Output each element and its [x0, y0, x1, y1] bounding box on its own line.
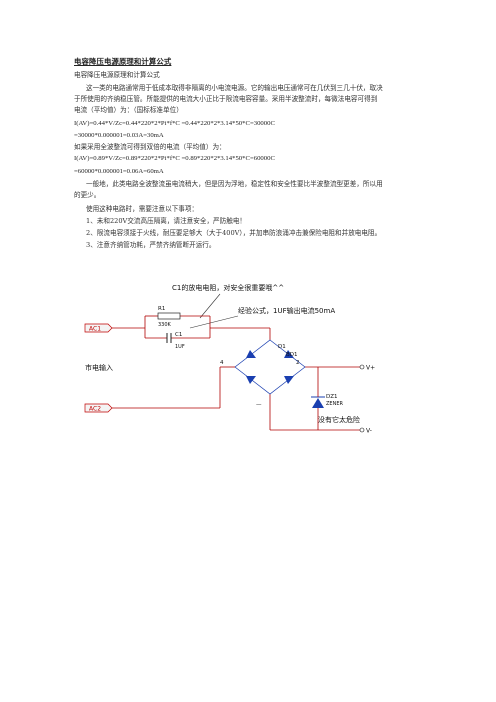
- annotation-pointer-formula: [189, 315, 239, 329]
- note-line-1: 一般地，此类电路全波整流虽电流稍大，但是因为浮地，稳定性和安全性要比半波整流型更…: [86, 180, 383, 188]
- ac1-terminal: [84, 323, 113, 333]
- r1-resistor: [157, 312, 181, 320]
- paragraph-line-2: 于所使用的齐纳稳压管。所能提供的电流大小正比于限流电容容量。采用半波整流时，每微…: [74, 95, 378, 103]
- doc-subtitle: 电容降压电源原理和计算公式: [74, 71, 160, 79]
- vplus-terminal: [359, 364, 365, 370]
- annotation-discharge-resistor: C1的放电电阻，对安全很重要哦^^: [172, 283, 284, 292]
- vminus-label: V-: [366, 428, 372, 435]
- mains-input-label: 市电输入: [85, 363, 113, 372]
- paragraph-line-1: 这一类的电路通常用于低成本取得非隔离的小电流电源。它的输出电压通常可在几伏到三几…: [86, 84, 383, 92]
- c1-label: C1: [175, 332, 182, 338]
- node-neg-label: —: [256, 402, 262, 408]
- dz1-label: DZ1: [326, 394, 338, 400]
- circuit-schematic: C1的放电电阻，对安全很重要哦^^ 经验公式，1UF输出电流50mA AC1 A…: [84, 283, 375, 435]
- r1-value: 330K: [158, 322, 172, 328]
- formula-half-wave-1: I(AV)=0.44*V/Zc=0.44*220*2*Pi*f*C =0.44*…: [74, 120, 275, 127]
- doc-title: 电容降压电源原理和计算公式: [74, 57, 172, 66]
- formula-full-wave-1: I(AV)=0.89*V/Zc=0.89*220*2*Pi*f*C =0.89*…: [74, 155, 275, 162]
- r1-label: R1: [158, 306, 165, 312]
- note-line-2: 的更少。: [74, 191, 101, 199]
- ac1-label: AC1: [89, 326, 101, 333]
- ac2-label: AC2: [89, 406, 101, 413]
- annotation-empirical-formula: 经验公式，1UF输出电流50mA: [238, 306, 335, 315]
- node-4-label: 4: [220, 360, 224, 366]
- vplus-label: V+: [366, 365, 375, 372]
- notes-intro: 使用这种电路时，需要注意以下事项：: [86, 205, 199, 213]
- full-wave-intro: 如果采用全波整流可得到双倍的电流（平均值）为：: [74, 143, 226, 151]
- bd1-label: BD1: [286, 352, 298, 358]
- formula-half-wave-2: =30000*0.000001=0.03A=30mA: [74, 132, 164, 139]
- zener-label: ZENER: [326, 401, 343, 407]
- diode-d1-icon: [246, 350, 256, 358]
- notes-item-2: 2、限流电容须接于火线，耐压要足够大（大于400V），并加串防浪涌冲击兼保险电阻…: [86, 229, 382, 237]
- diode-d3-icon: [246, 376, 256, 384]
- circuit-wires: [112, 315, 360, 431]
- annotation-pointer-discharge: [199, 293, 221, 319]
- paragraph-line-3: 电流（平均值）为：（国标标准单位）: [74, 106, 183, 114]
- zener-diode: [311, 392, 325, 410]
- node-2-label: 2: [296, 360, 300, 366]
- formula-full-wave-2: =60000*0.000001=0.06A=60mA: [74, 168, 164, 175]
- diode-d2-icon: [284, 350, 294, 358]
- notes-item-1: 1、未和220V交流高压隔离，请注意安全，严防触电！: [86, 217, 247, 225]
- c1-value: 1UF: [175, 344, 185, 350]
- diode-d4-icon: [284, 376, 294, 384]
- bridge-rectifier: [220, 339, 306, 395]
- ac2-terminal: [84, 403, 113, 413]
- annotation-danger: 没有它太危险: [318, 415, 360, 424]
- notes-item-3: 3、注意齐纳管功耗，严禁齐纳管断开运行。: [86, 241, 216, 249]
- d1-label: D1: [278, 344, 286, 350]
- vminus-terminal: [359, 427, 365, 433]
